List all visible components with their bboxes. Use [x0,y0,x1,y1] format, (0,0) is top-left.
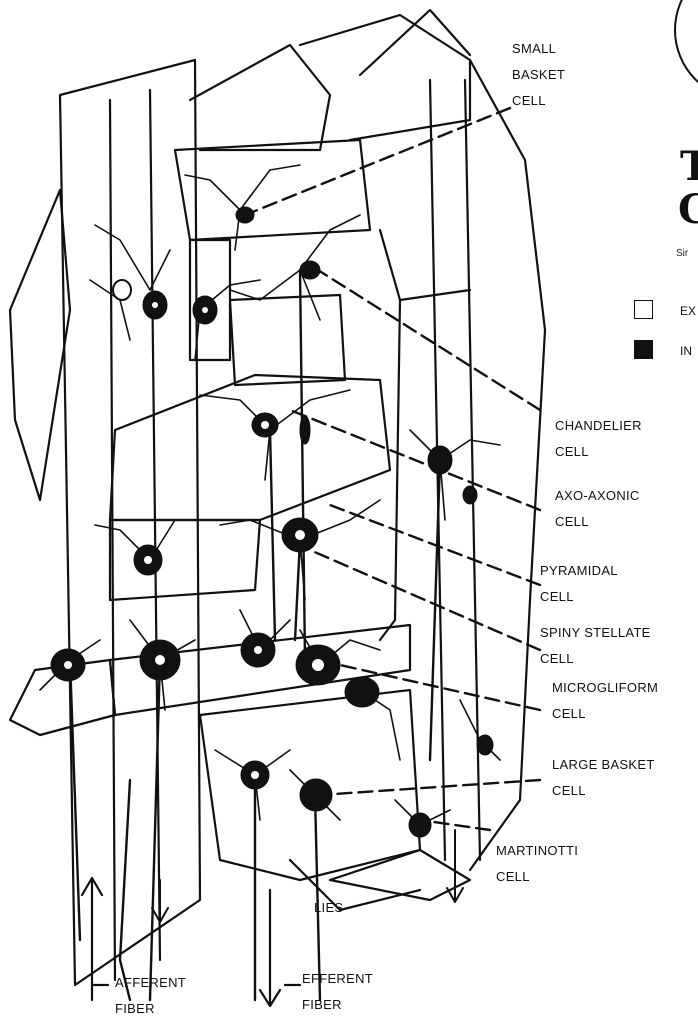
label-large-basket-cell: LARGE BASKET CELL [552,752,655,804]
afferent-arrow [82,878,108,1000]
slab-layer-4b [110,520,260,600]
soma-right-mid [428,446,452,474]
label-small-basket-cell: SMALL BASKET CELL [512,36,565,114]
efferent-arrow [260,890,300,1006]
soma-large-basket [300,779,332,811]
soma-axo-axonic [300,416,310,444]
label-spiny-stellate-cell: SPINY STELLATE CELL [540,620,651,672]
title-line-2: C [678,190,698,230]
label-martinotti-cell: MARTINOTTI CELL [496,838,578,890]
slab-outline-far-left [10,190,70,500]
down-arrow-2 [447,830,463,902]
soma-small-basket [236,207,254,223]
label-pyramidal-cell: PYRAMIDAL CELL [540,558,618,610]
soma-microgliform [345,677,379,707]
legend-label-excitatory: EX [680,304,696,318]
slab-outline-top-left [190,45,330,150]
label-afferent-fiber: AFFERENT FIBER [115,970,186,1022]
soma-right-lower [477,735,493,755]
label-axo-axonic-cell: AXO-AXONIC CELL [555,483,640,535]
slab-layer-4 [110,375,390,520]
soma-martinotti [409,813,431,837]
seal-edge [675,0,698,100]
legend-swatch-inhibitory [634,340,653,359]
slab-outline-left [60,60,200,985]
label-microgliform-cell: MICROGLIFORM CELL [552,675,658,727]
label-chandelier-cell: CHANDELIER CELL [555,413,642,465]
slab-right-prism [380,230,470,640]
soma-right-mid-2 [463,486,477,504]
label-lies: LIES [314,899,343,917]
legend-label-inhibitory: IN [680,344,692,358]
legend-swatch-excitatory [634,300,653,319]
dendrites-upper [90,165,360,360]
soma-hollow-left [113,280,131,300]
label-efferent-fiber: EFFERENT FIBER [302,966,373,1018]
soma-upper-pyramidal [300,261,320,279]
credit-text: Sir [676,248,688,259]
title-line-1: T [680,147,698,187]
slab-outline-top-right [360,10,470,75]
